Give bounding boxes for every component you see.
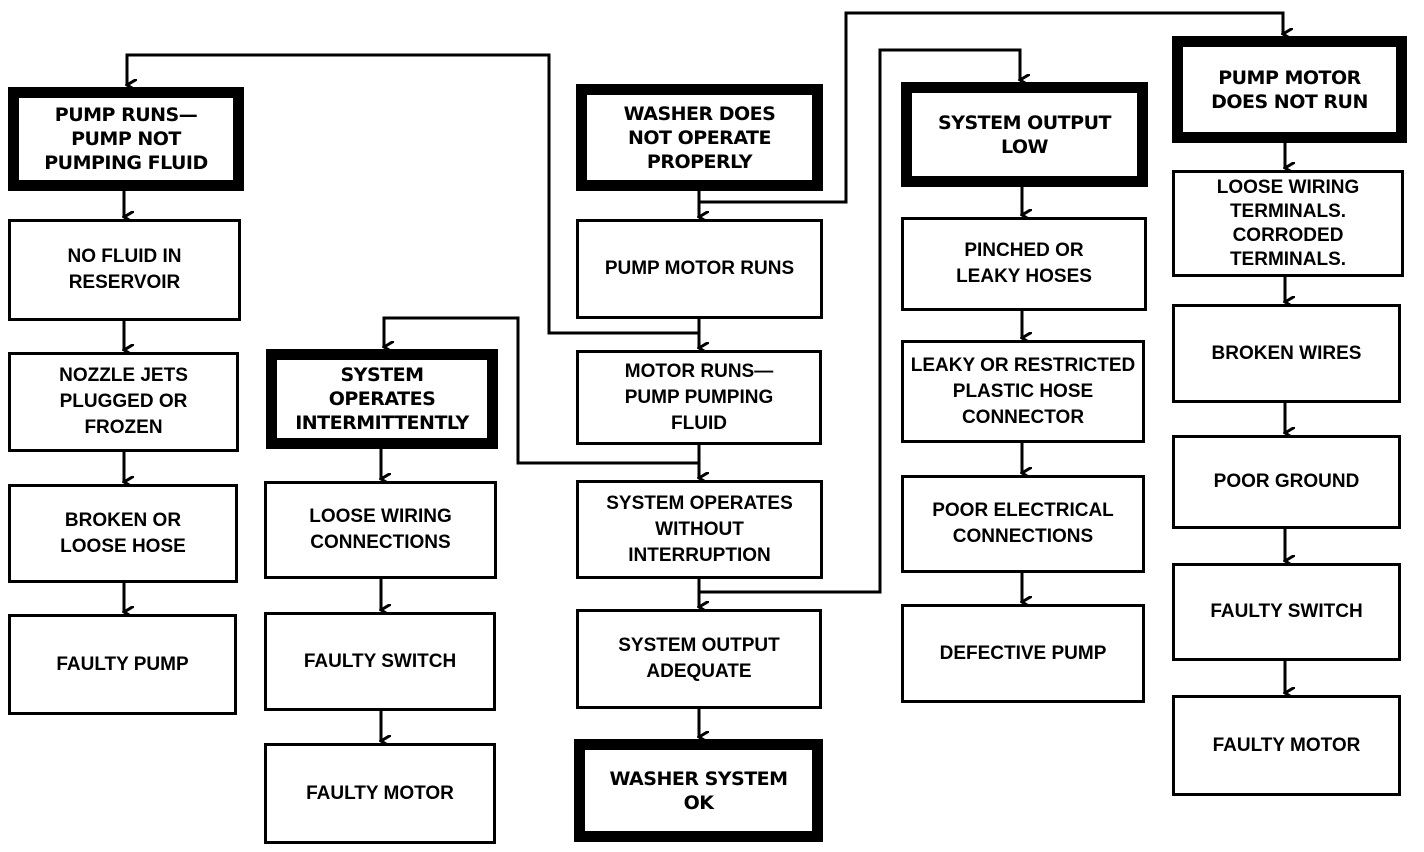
step-faulty-pump: FAULTY PUMP [8, 614, 237, 715]
header-pump-not-pumping: PUMP RUNS— PUMP NOT PUMPING FLUID [8, 87, 244, 191]
route-to-motor-not-run [699, 11, 1283, 204]
step-faulty-switch-motor: FAULTY SWITCH [1172, 563, 1401, 661]
step-poor-electrical: POOR ELECTRICAL CONNECTIONS [901, 475, 1145, 573]
route-to-output-low [699, 48, 1020, 594]
header-washer-not-operate: WASHER DOES NOT OPERATE PROPERLY [576, 84, 823, 191]
header-output-low: SYSTEM OUTPUT LOW [901, 82, 1148, 187]
step-faulty-motor-motor: FAULTY MOTOR [1172, 695, 1401, 796]
step-defective-pump: DEFECTIVE PUMP [901, 604, 1145, 703]
route-to-pump-not-pumping [127, 53, 699, 335]
step-loose-terminals: LOOSE WIRING TERMINALS. CORRODED TERMINA… [1172, 170, 1404, 277]
step-leaky-connector: LEAKY OR RESTRICTED PLASTIC HOSE CONNECT… [901, 340, 1145, 443]
step-loose-wiring: LOOSE WIRING CONNECTIONS [264, 481, 497, 579]
step-faulty-motor-inter: FAULTY MOTOR [264, 743, 496, 844]
step-nozzle-jets: NOZZLE JETS PLUGGED OR FROZEN [8, 352, 239, 452]
step-output-adequate: SYSTEM OUTPUT ADEQUATE [576, 609, 822, 709]
step-operates-without-interruption: SYSTEM OPERATES WITHOUT INTERRUPTION [576, 480, 823, 579]
step-motor-runs-pumping: MOTOR RUNS— PUMP PUMPING FLUID [576, 350, 822, 445]
step-poor-ground: POOR GROUND [1172, 435, 1401, 529]
header-intermittent: SYSTEM OPERATES INTERMITTENTLY [266, 349, 498, 449]
step-no-fluid: NO FLUID IN RESERVOIR [8, 219, 241, 321]
step-broken-wires: BROKEN WIRES [1172, 304, 1401, 403]
step-pinched-hoses: PINCHED OR LEAKY HOSES [901, 217, 1147, 311]
step-broken-hose: BROKEN OR LOOSE HOSE [8, 484, 238, 583]
step-faulty-switch-inter: FAULTY SWITCH [264, 612, 496, 711]
route-to-intermittent [384, 316, 699, 465]
result-washer-ok: WASHER SYSTEM OK [574, 739, 823, 842]
step-pump-motor-runs: PUMP MOTOR RUNS [576, 219, 823, 319]
header-motor-not-run: PUMP MOTOR DOES NOT RUN [1172, 36, 1407, 143]
